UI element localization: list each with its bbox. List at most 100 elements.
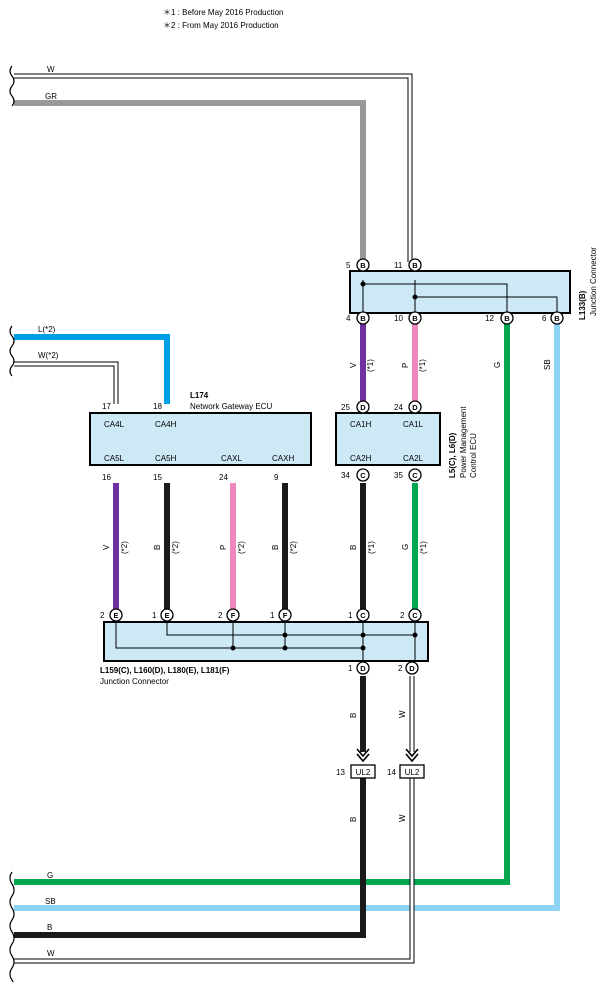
- term-caxl: CAXL: [221, 454, 242, 463]
- svg-text:C: C: [360, 611, 366, 620]
- svg-text:B: B: [360, 314, 366, 323]
- label-w2: W(*2): [38, 351, 59, 360]
- l174-name: Network Gateway ECU: [190, 402, 272, 411]
- l159-box: [103, 621, 429, 662]
- label-s1-a: (*1): [366, 359, 375, 372]
- label-b-mid2: B: [271, 545, 280, 550]
- label-v-mid: V: [102, 544, 111, 550]
- label-sb-h: SB: [45, 897, 56, 906]
- pin-17: 17: [102, 402, 111, 411]
- wire-b-bot: [14, 778, 366, 938]
- pin-9: 9: [274, 473, 279, 482]
- label-s2-a: (*2): [120, 541, 129, 554]
- l5-code: L5(C), L6(D): [448, 432, 457, 478]
- label-g-right: G: [493, 362, 502, 368]
- label-g-mid: G: [401, 544, 410, 550]
- pin-35: 35: [394, 471, 403, 480]
- jpin-1e: 1: [152, 611, 157, 620]
- pin-12: 12: [485, 314, 494, 323]
- label-s2-b: (*2): [171, 541, 180, 554]
- ul2-box-13: [350, 764, 376, 779]
- label-w-top: W: [47, 65, 55, 74]
- svg-text:C: C: [412, 471, 418, 480]
- jpin-2d: 2: [398, 664, 403, 673]
- pin-letter-e: E: [113, 611, 118, 620]
- svg-text:C: C: [412, 611, 418, 620]
- svg-text:B: B: [504, 314, 510, 323]
- l133-code: L133(B): [578, 290, 587, 320]
- term-ca5l: CA5L: [104, 454, 125, 463]
- term-ca4l: CA4L: [104, 420, 125, 429]
- pin-letter-d: D: [360, 403, 366, 412]
- jpin-2c: 2: [400, 611, 405, 620]
- label-p-mid: P: [219, 545, 228, 550]
- term-ca2h: CA2H: [350, 454, 372, 463]
- label-v-top: V: [349, 362, 358, 368]
- label-b-h: B: [47, 923, 52, 932]
- wire-sb: [14, 324, 560, 911]
- label-w-low: W: [398, 710, 407, 718]
- l5-box: [335, 412, 441, 466]
- svg-text:B: B: [412, 261, 418, 270]
- l159-name: Junction Connector: [100, 677, 169, 686]
- ul2-box-14: [399, 764, 425, 779]
- svg-text:F: F: [283, 611, 288, 620]
- l5-name1: Power Management: [459, 406, 468, 478]
- jpin-1f: 1: [270, 611, 275, 620]
- pin-11: 11: [394, 261, 403, 270]
- ul2-pin-13: 13: [336, 768, 345, 777]
- l5-name2: Control ECU: [469, 433, 478, 478]
- label-l2: L(*2): [38, 325, 56, 334]
- svg-text:B: B: [554, 314, 560, 323]
- l159-code: L159(C), L160(D), L180(E), L181(F): [100, 666, 230, 675]
- ul2-pin-14: 14: [387, 768, 396, 777]
- label-s1-d: (*1): [419, 541, 428, 554]
- pin-24b: 24: [394, 403, 403, 412]
- label-s1-b: (*1): [418, 359, 427, 372]
- jpin-2f: 2: [218, 611, 223, 620]
- label-b-mid1: B: [153, 545, 162, 550]
- l133-box: [349, 270, 571, 314]
- pin-16: 16: [102, 473, 111, 482]
- svg-text:B: B: [412, 314, 418, 323]
- ul2-label-14: UL2: [405, 768, 420, 777]
- pin-34: 34: [341, 471, 350, 480]
- note-1: ＊1 : Before May 2016 Production: [163, 8, 284, 17]
- pin-letter-b: B: [360, 261, 366, 270]
- l174-box: [89, 412, 312, 466]
- term-ca1l: CA1L: [403, 420, 424, 429]
- pin-10: 10: [394, 314, 403, 323]
- pin-4: 4: [346, 314, 351, 323]
- break-marks: [9, 65, 15, 982]
- wire-g: [14, 324, 510, 885]
- wire-gr: [14, 100, 366, 262]
- svg-text:D: D: [360, 664, 366, 673]
- pin-15: 15: [153, 473, 162, 482]
- label-p-top: P: [401, 363, 410, 368]
- label-s2-d: (*2): [289, 541, 298, 554]
- label-b-mid3: B: [349, 545, 358, 550]
- term-ca2l: CA2L: [403, 454, 424, 463]
- term-ca1h: CA1H: [350, 420, 372, 429]
- label-w-h: W: [47, 949, 55, 958]
- label-g-h: G: [47, 871, 53, 880]
- ul2-label-13: UL2: [356, 768, 371, 777]
- pin-24a: 24: [219, 473, 228, 482]
- l174-code: L174: [190, 391, 209, 400]
- wire-w2: [14, 361, 119, 404]
- label-gr: GR: [45, 92, 57, 101]
- jpin-2e: 2: [100, 611, 105, 620]
- label-b-low: B: [349, 713, 358, 718]
- pin-6: 6: [542, 314, 547, 323]
- pin-letter-f: F: [231, 611, 236, 620]
- term-ca4h: CA4H: [155, 420, 177, 429]
- svg-text:E: E: [164, 611, 169, 620]
- wire-l2: [14, 334, 170, 404]
- svg-text:D: D: [412, 403, 418, 412]
- term-caxh: CAXH: [272, 454, 294, 463]
- label-s1-c: (*1): [367, 541, 376, 554]
- svg-text:D: D: [409, 664, 415, 673]
- pin-letter-c: C: [360, 471, 366, 480]
- term-ca5h: CA5H: [155, 454, 177, 463]
